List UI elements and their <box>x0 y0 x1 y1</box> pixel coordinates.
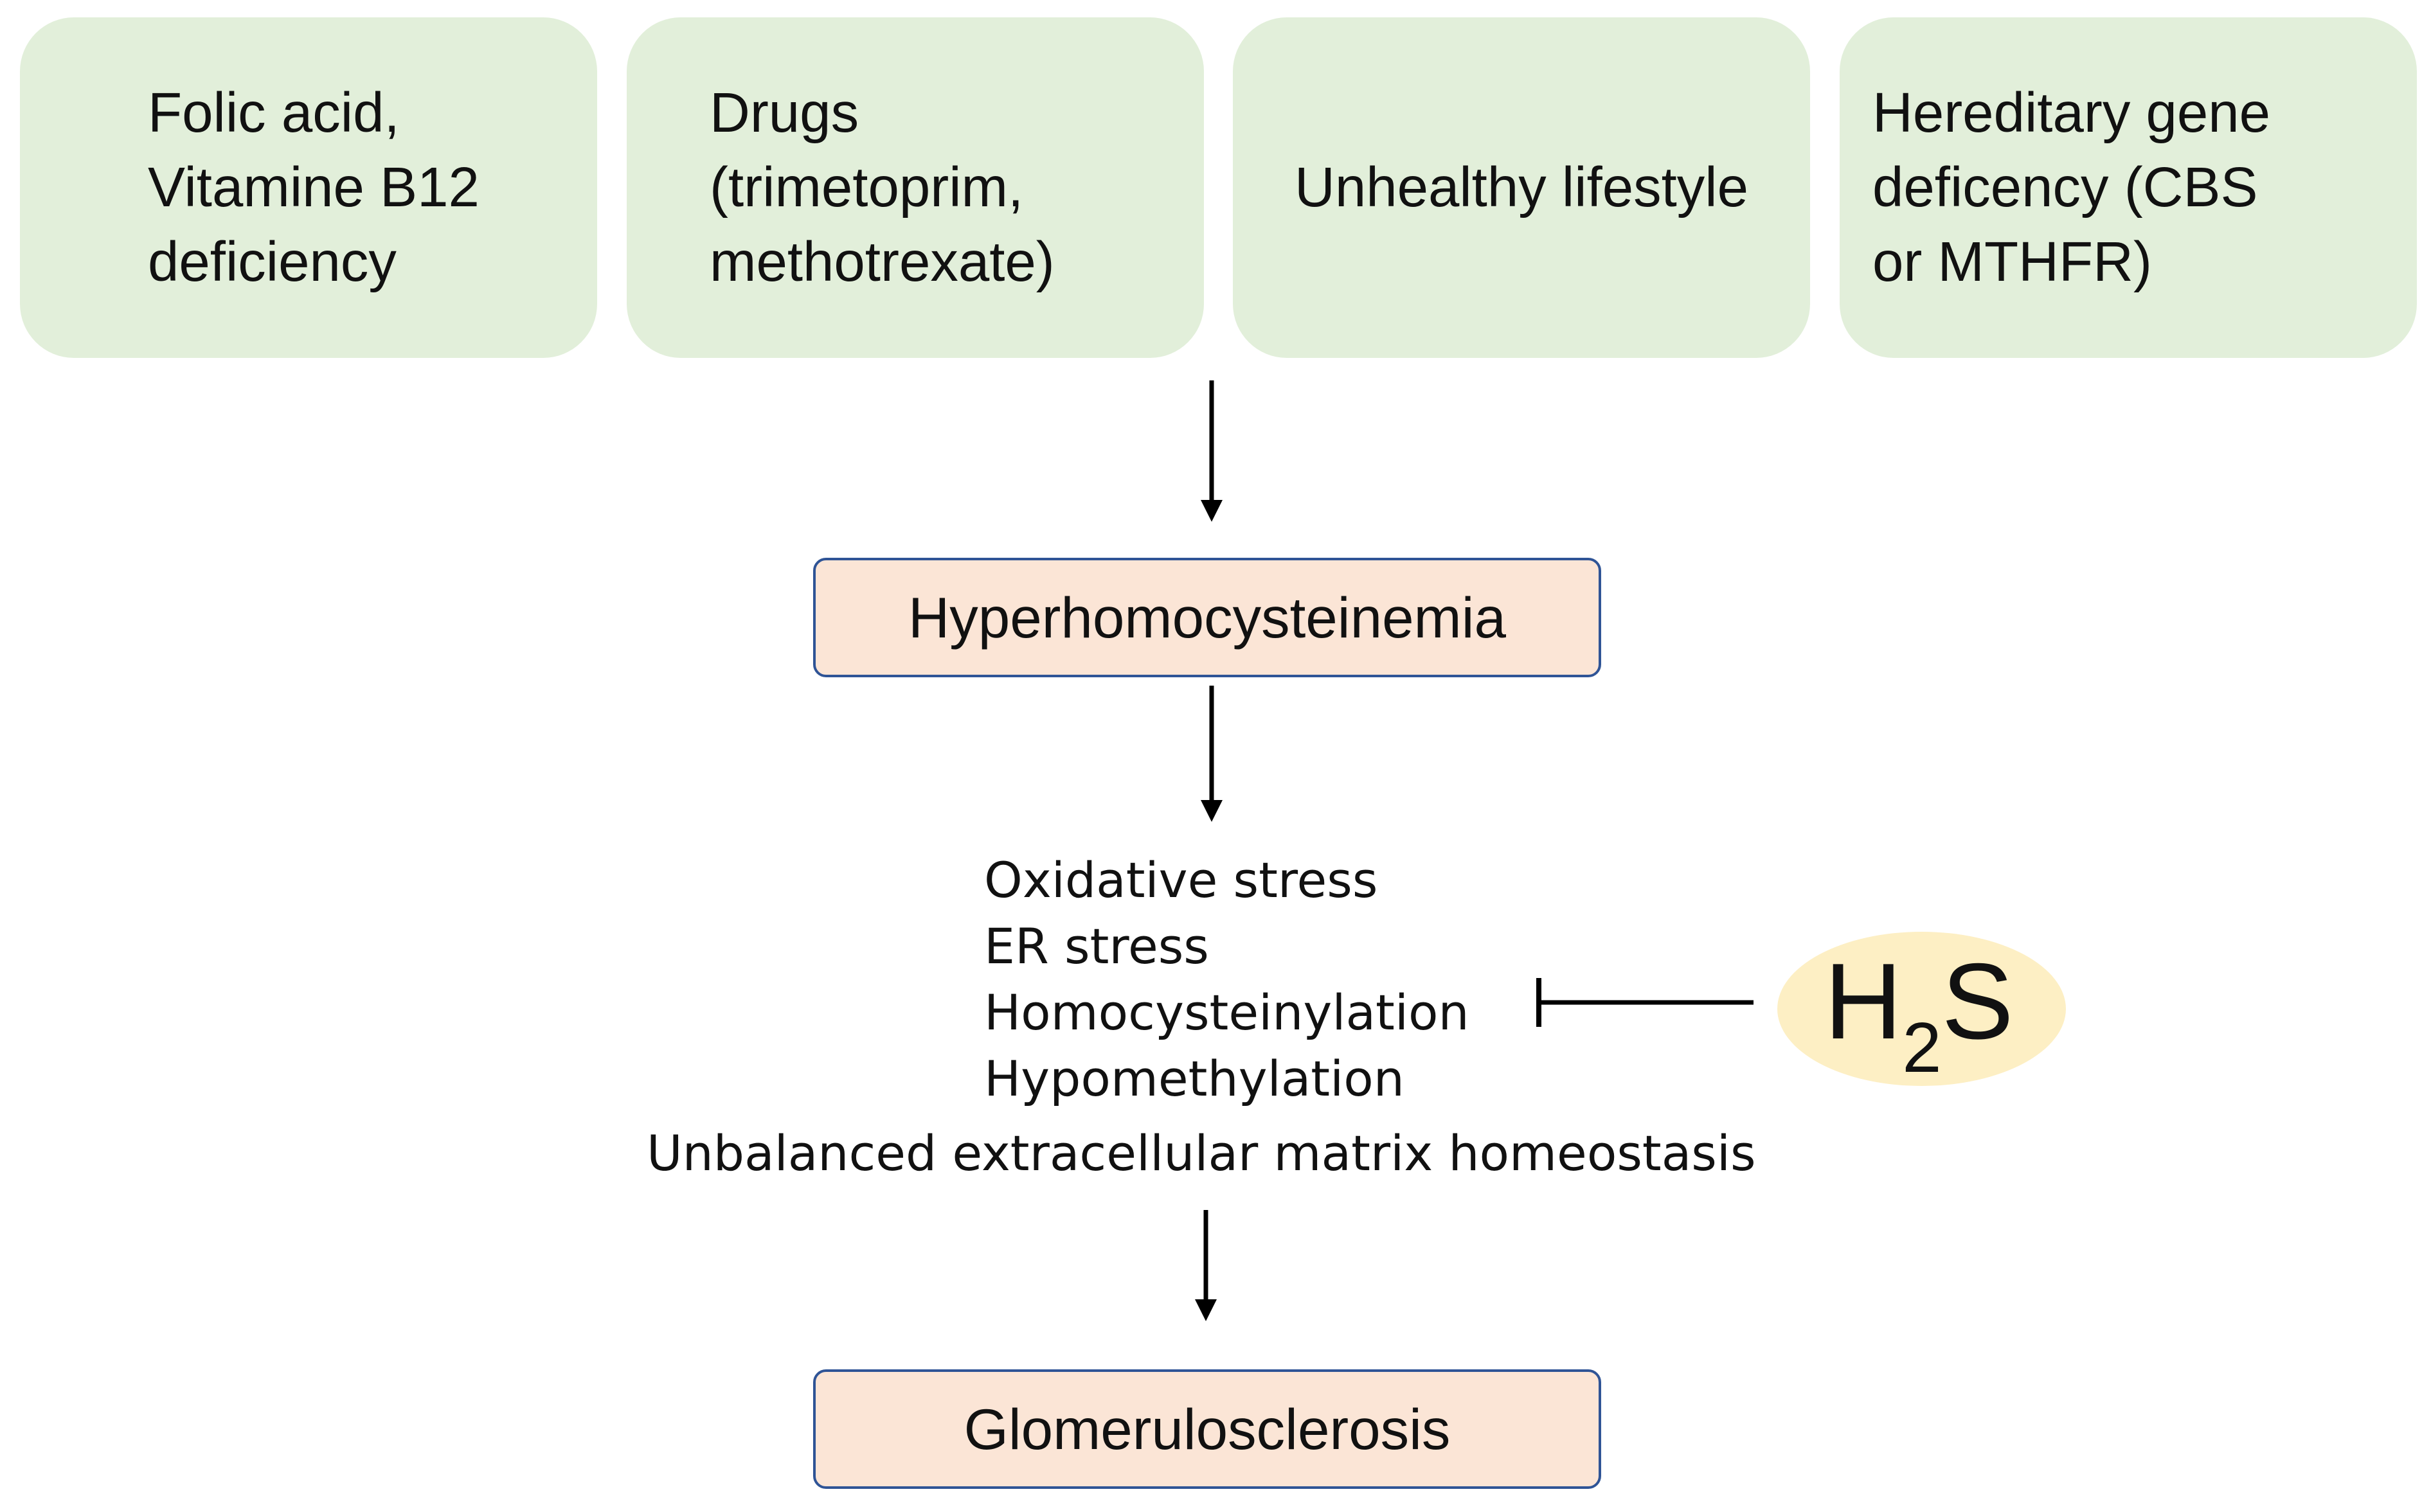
glomerulosclerosis-label: Glomerulosclerosis <box>964 1396 1451 1461</box>
arrow-mechanisms-to-glomerulosclerosis <box>1195 1210 1217 1321</box>
cause-box-drugs: Drugs (trimetoprim, methotrexate) <box>627 17 1204 358</box>
h2s-tail: S <box>1941 941 2014 1062</box>
hyperhomocysteinemia-box: Hyperhomocysteinemia <box>813 558 1601 677</box>
cause-label: Hereditary gene deficency (CBS or MTHFR) <box>1872 82 2271 293</box>
cause-box-lifestyle: Unhealthy lifestyle <box>1233 17 1810 358</box>
mechanism-item: Hypomethylation <box>984 1050 1404 1107</box>
arrow-causes-to-hyper <box>1201 380 1223 522</box>
mechanism-item: Homocysteinylation <box>984 984 1469 1041</box>
cause-box-hereditary: Hereditary gene deficency (CBS or MTHFR) <box>1840 17 2417 358</box>
h2s-label: H2S <box>1824 930 2014 1087</box>
mechanism-item: Oxidative stress <box>984 851 1378 909</box>
h2s-main: H <box>1824 941 1903 1062</box>
mechanism-item: ER stress <box>984 918 1209 975</box>
h2s-ellipse <box>1777 932 2066 1086</box>
mechanism-list: Oxidative stress ER stress Homocysteinyl… <box>984 847 1469 1112</box>
cause-label: Drugs (trimetoprim, methotrexate) <box>710 82 1055 293</box>
h2s-subscript: 2 <box>1902 1008 1942 1087</box>
cause-label: Unhealthy lifestyle <box>1294 156 1749 219</box>
cause-label: Folic acid, Vitamine B12 deficiency <box>148 82 480 293</box>
cause-box-folic-acid: Folic acid, Vitamine B12 deficiency <box>20 17 597 358</box>
glomerulosclerosis-box: Glomerulosclerosis <box>813 1369 1601 1489</box>
inhibition-line-h2s <box>1536 978 1754 1027</box>
mechanism-summary: Unbalanced extracellular matrix homeosta… <box>647 1125 1756 1182</box>
arrow-hyper-to-mechanisms <box>1201 686 1223 822</box>
hyperhomocysteinemia-label: Hyperhomocysteinemia <box>908 585 1506 650</box>
